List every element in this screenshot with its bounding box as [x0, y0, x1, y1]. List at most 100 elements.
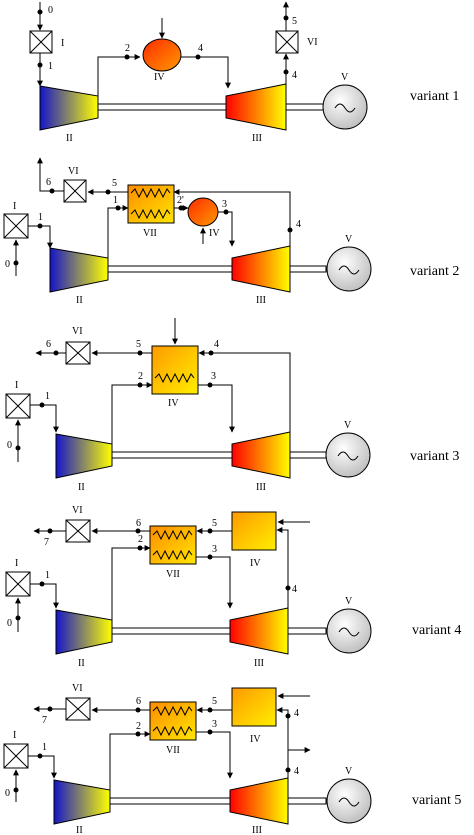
component-label: I: [61, 38, 64, 49]
component-label: III: [252, 825, 262, 835]
variant-5-scheme: I 0 1 II 2 VII 3 III IV 4 4 5: [3, 683, 461, 835]
zigzag-coil-icon: [152, 529, 193, 541]
node-label: 5: [212, 696, 217, 707]
node-label: 3: [211, 371, 216, 382]
generator-V: [322, 84, 368, 130]
variant-3-scheme: I 0 1 II 2 IV 3 III 4 5 VI: [5, 318, 459, 493]
node-label: 0: [7, 618, 12, 629]
combustor-IV: [231, 687, 277, 727]
variant-1-scheme: 0 I 1 II 2 IV 4 III 4: [29, 1, 459, 144]
component-label: VI: [72, 326, 83, 337]
component-label: III: [256, 482, 266, 493]
node-label: 4: [214, 339, 219, 350]
sine-wave-icon: [337, 451, 359, 461]
sine-wave-icon: [334, 103, 356, 113]
node-label: 5: [112, 178, 117, 189]
shaft: [107, 265, 233, 273]
shaft: [289, 451, 327, 459]
shaft: [109, 797, 231, 805]
node-label: 7: [44, 537, 49, 548]
component-label: II: [66, 133, 73, 144]
node-dot: [37, 9, 43, 15]
node-label: 6: [46, 339, 51, 350]
node-label: 4: [198, 43, 203, 54]
filter-VI: [275, 30, 299, 54]
variant-2-scheme: I 0 1 II 1 VII 2' IV 3 III 4: [3, 157, 459, 306]
flow-line: [97, 54, 141, 96]
combustor-IV: [231, 511, 277, 551]
flow-line: [196, 556, 233, 609]
component-label: I: [13, 201, 16, 212]
component-label: II: [76, 295, 83, 306]
combustor-heat-exchanger-IV: [151, 345, 199, 395]
variant-label: variant 3: [410, 449, 459, 464]
node-label: 4: [292, 584, 297, 595]
flow-line: [276, 527, 289, 608]
node-label: 4: [294, 708, 299, 719]
flow-line: [198, 384, 235, 433]
compressor-II: [49, 247, 109, 293]
component-label: IV: [250, 558, 261, 569]
component-label: VI: [72, 505, 83, 516]
component-label: VII: [166, 569, 180, 580]
component-label: I: [15, 380, 18, 391]
node-label: 0: [7, 440, 12, 451]
component-label: V: [345, 596, 353, 607]
turbine-III: [229, 777, 289, 825]
variant-label: variant 4: [412, 623, 461, 638]
filter-I: [29, 30, 53, 54]
node-label: 1: [48, 61, 53, 72]
node-label: 1: [113, 195, 118, 206]
component-label: V: [345, 766, 353, 777]
component-label: III: [256, 295, 266, 306]
component-label: II: [76, 825, 83, 835]
zigzag-coil-icon: [154, 372, 195, 384]
node-label: 6: [136, 696, 141, 707]
combustor-IV: [187, 197, 219, 227]
generator-V: [326, 778, 372, 824]
flow-line: [107, 205, 129, 258]
component-label: IV: [168, 398, 179, 409]
node-label: 6: [46, 177, 51, 188]
node-label: 0: [48, 5, 53, 16]
node-label: 3: [212, 719, 217, 730]
component-label: I: [15, 558, 18, 569]
node-label: 1: [45, 391, 50, 402]
heat-exchanger-VII: [127, 184, 175, 224]
compressor-II: [53, 779, 111, 825]
node-label: 4: [292, 70, 297, 81]
node-label: 2: [125, 43, 130, 54]
component-label: I: [13, 730, 16, 741]
flow-line: [111, 545, 151, 620]
component-label: III: [254, 658, 264, 669]
node-label: 2: [138, 534, 143, 545]
filter-I: [3, 743, 29, 769]
variant-label: variant 2: [410, 264, 459, 279]
flow-line: [276, 707, 289, 778]
component-label: V: [341, 72, 349, 83]
variant-label: variant 5: [412, 793, 461, 808]
component-label: II: [78, 658, 85, 669]
turbine-III: [231, 245, 291, 293]
node-label: 5: [212, 518, 217, 529]
zigzag-coil-icon: [152, 549, 193, 561]
sine-wave-icon: [338, 797, 360, 807]
node-label: 7: [42, 715, 47, 726]
node-label: 0: [5, 259, 10, 270]
node-label: 3: [212, 544, 217, 555]
flow-line: [181, 56, 231, 89]
zigzag-coil-icon: [130, 208, 171, 220]
shaft: [111, 627, 231, 635]
node-label: 1: [45, 570, 50, 581]
generator-V: [326, 608, 372, 654]
component-label: VI: [68, 166, 79, 177]
filter-VI: [65, 341, 91, 365]
shaft: [111, 451, 233, 459]
zigzag-coil-icon: [130, 187, 171, 199]
generator-V: [326, 246, 372, 292]
filter-VI: [63, 179, 87, 203]
zigzag-coil-icon: [152, 705, 193, 717]
node-label: 3: [222, 199, 227, 210]
flow-line: [196, 731, 233, 779]
